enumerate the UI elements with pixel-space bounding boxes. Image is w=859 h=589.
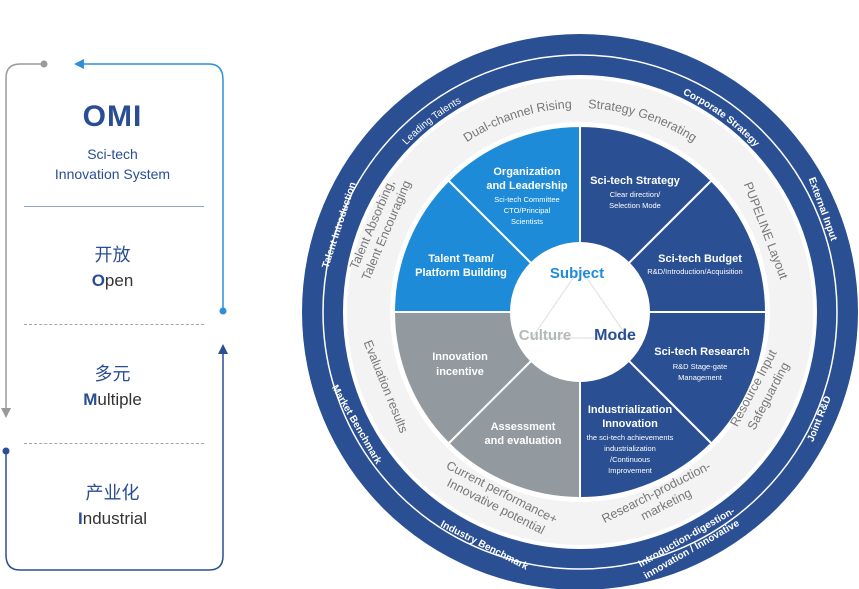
- open-en-label: Open: [0, 271, 225, 291]
- assessment-title-2: and evaluation: [484, 435, 561, 447]
- omi-subtitle-line1: Sci-tech: [87, 146, 138, 162]
- navy-flow-start-dot: [2, 447, 10, 455]
- budget-sub: R&D/Introduction/Acquisition: [647, 267, 742, 276]
- blue-flow-start-dot: [219, 307, 227, 315]
- industrialization-title-2: Innovation: [602, 418, 658, 430]
- omi-subtitle: Sci-tech Innovation System: [0, 144, 225, 184]
- industrialization-sub-3: /Continuous: [610, 455, 650, 464]
- industrial-en-label: Industrial: [0, 509, 225, 529]
- omi-title: OMI: [82, 100, 143, 133]
- multiple-zh-label: 多元: [94, 364, 131, 384]
- flow-arrows: [1, 59, 228, 571]
- navy-flow-line: [5, 352, 224, 571]
- center-triangle: [531, 267, 629, 339]
- center-mode: Mode: [594, 327, 636, 344]
- multiple-en-label: Multiple: [0, 390, 225, 410]
- gray-flow-arrowhead: [1, 408, 11, 418]
- outer-ring-inner-line: [322, 54, 838, 570]
- navy-flow-arrowhead: [218, 344, 228, 354]
- talent-team-title-2: Platform Building: [415, 267, 507, 279]
- multiple-en-initial: M: [83, 390, 98, 409]
- industrialization-sub-1: the sci-tech achievements: [587, 433, 674, 442]
- org-sub-3: Scientists: [511, 217, 543, 226]
- research-sub-2: Management: [678, 373, 723, 382]
- divider-dashed-2: [24, 443, 204, 444]
- open-zh-label: 开放: [94, 245, 131, 265]
- budget-title: Sci-tech Budget: [658, 253, 742, 265]
- divider-dashed-1: [24, 324, 204, 325]
- omi-subtitle-line2: Innovation System: [54, 166, 171, 182]
- open-en-initial: O: [91, 271, 105, 290]
- blue-flow-line: [82, 63, 224, 311]
- industrialization-sub-2: industrialization: [604, 444, 656, 453]
- strategy-title: Sci-tech Strategy: [590, 175, 681, 187]
- org-title-1: Organization: [493, 166, 561, 178]
- org-title-2: and Leadership: [486, 180, 568, 192]
- center-culture: Culture: [519, 327, 572, 344]
- incentive-title-2: incentive: [436, 366, 484, 378]
- blue-flow-arrowhead: [74, 59, 84, 69]
- center-subject: Subject: [550, 265, 604, 282]
- gray-flow-start-dot: [40, 60, 48, 68]
- research-title: Sci-tech Research: [654, 346, 750, 358]
- org-sub-2: CTO/Principal: [504, 206, 551, 215]
- center-circle: [510, 242, 650, 382]
- talent-team-title-1: Talent Team/: [428, 253, 494, 265]
- left-panel: OMI Sci-tech Innovation System 开放 Open 多…: [0, 0, 240, 589]
- gray-flow-line: [5, 63, 44, 410]
- incentive-title-1: Innovation: [432, 351, 488, 363]
- strategy-sub-2: Selection Mode: [609, 201, 661, 210]
- industrialization-sub-4: Improvement: [608, 466, 653, 475]
- open-en-rest: pen: [104, 271, 134, 290]
- industrialization-title-1: Industrialization: [588, 404, 673, 416]
- industrial-zh-label: 产业化: [85, 483, 140, 503]
- multiple-en-rest: ultiple: [97, 390, 142, 409]
- industrial-en-rest: ndustrial: [82, 509, 147, 528]
- strategy-sub-1: Clear direction/: [610, 190, 661, 199]
- research-sub-1: R&D Stage-gate: [673, 362, 728, 371]
- org-sub-1: Sci-tech Committee: [494, 195, 559, 204]
- assessment-title-1: Assessment: [491, 421, 556, 433]
- industrial-en-initial: I: [78, 509, 83, 528]
- divider-solid: [24, 206, 204, 207]
